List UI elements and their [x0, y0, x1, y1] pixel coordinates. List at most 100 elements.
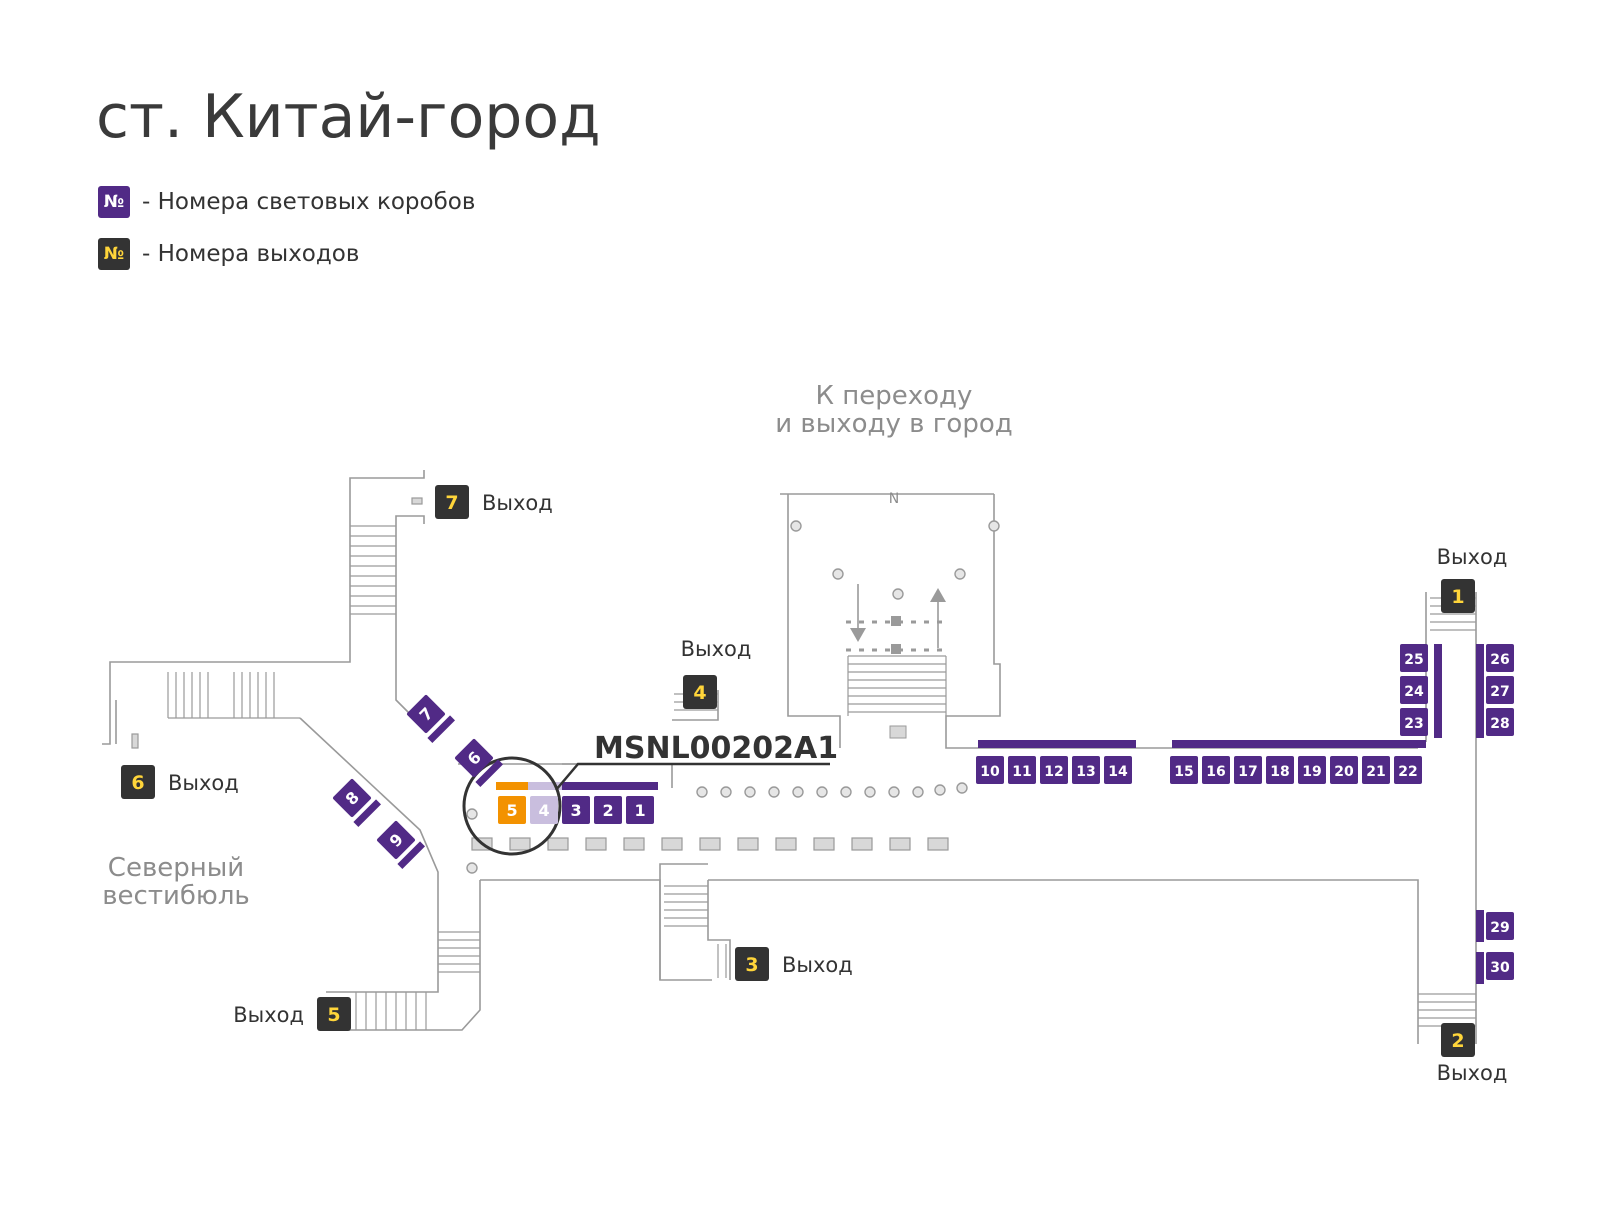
lightbox-3-box — [562, 796, 590, 824]
exit-2-label: Выход — [1437, 1061, 1508, 1085]
exit-6-number: 6 — [131, 772, 144, 794]
legend-lightboxes: № - Номера световых коробов — [98, 186, 475, 218]
lightbox-30-label: 30 — [1490, 960, 1510, 976]
lightbox-27: 27 — [1486, 676, 1514, 704]
lightbox-19-box — [1298, 756, 1326, 784]
lightbox-1-label: 1 — [634, 801, 645, 820]
lightbox-29-box — [1486, 912, 1514, 940]
lightbox-14-box — [1104, 756, 1132, 784]
lightbox-13-label: 13 — [1076, 764, 1095, 780]
exit-7-number: 7 — [445, 492, 458, 514]
exit-4-number: 4 — [693, 682, 706, 704]
lightbox-12-box — [1040, 756, 1068, 784]
lightbox-24-label: 24 — [1404, 684, 1424, 700]
exit-7-badge — [435, 485, 469, 519]
exit-1-number: 1 — [1451, 586, 1464, 608]
lightbox-9-box — [377, 821, 415, 859]
lightbox-4-box — [530, 796, 558, 824]
lightbox-strips — [496, 644, 1484, 984]
lightbox-10-label: 10 — [980, 764, 1000, 780]
lightbox-5: 5 — [498, 796, 526, 824]
lightbox-2: 2 — [594, 796, 622, 824]
lightbox-23: 23 — [1400, 708, 1428, 736]
stairs-exit-2 — [1418, 993, 1476, 1027]
lightbox-2-label: 2 — [602, 801, 613, 820]
lightbox-18: 18 — [1266, 756, 1294, 784]
callout: MSNL00202A1 — [462, 731, 838, 856]
lightbox-27-label: 27 — [1490, 684, 1509, 700]
lightbox-7: 7 — [407, 695, 455, 743]
lightbox-26-box — [1486, 644, 1514, 672]
lightbox-22-box — [1394, 756, 1422, 784]
station-title: ст. Китай-город — [96, 82, 601, 152]
lightbox-21-box — [1362, 756, 1390, 784]
exit-3-number: 3 — [745, 954, 758, 976]
lightbox-17: 17 — [1234, 756, 1262, 784]
lightbox-4: 4 — [530, 796, 558, 824]
north-vestibule-line1: Северный — [108, 853, 244, 883]
lightbox-28: 28 — [1486, 708, 1514, 736]
lightbox-16: 16 — [1202, 756, 1230, 784]
lightbox-4-label: 4 — [538, 801, 549, 820]
exit-1: 1 Выход — [1437, 545, 1508, 613]
lightbox-18-box — [1266, 756, 1294, 784]
lightbox-25: 25 — [1400, 644, 1428, 672]
lightbox-17-label: 17 — [1238, 764, 1257, 780]
exit-3-badge — [735, 947, 769, 981]
lightbox-21-label: 21 — [1366, 764, 1385, 780]
lightbox-14-label: 14 — [1108, 764, 1128, 780]
lightbox-24: 24 — [1400, 676, 1428, 704]
lightbox-15-box — [1170, 756, 1198, 784]
lightbox-24-box — [1400, 676, 1428, 704]
lightbox-30-box — [1486, 952, 1514, 980]
lightbox-17-box — [1234, 756, 1262, 784]
lightbox-15: 15 — [1170, 756, 1198, 784]
lightbox-22-label: 22 — [1398, 764, 1417, 780]
lightbox-6: 6 — [455, 739, 503, 787]
columns — [466, 520, 1000, 874]
lightbox-5-box — [498, 796, 526, 824]
exit-4-badge — [683, 675, 717, 709]
lightbox-28-label: 28 — [1490, 716, 1509, 732]
exit-5-number: 5 — [327, 1004, 340, 1026]
lightbox-12-label: 12 — [1044, 764, 1063, 780]
lightbox-26-label: 26 — [1490, 652, 1509, 668]
lightbox-28-box — [1486, 708, 1514, 736]
lightbox-11: 11 — [1008, 756, 1036, 784]
exit-6-label: Выход — [168, 771, 239, 795]
lightbox-18-label: 18 — [1270, 764, 1289, 780]
lightbox-12: 12 — [1040, 756, 1068, 784]
lightbox-19: 19 — [1298, 756, 1326, 784]
lightbox-30: 30 — [1486, 952, 1514, 980]
lightbox-16-box — [1202, 756, 1230, 784]
lightbox-3-label: 3 — [570, 801, 581, 820]
lightbox-29-label: 29 — [1490, 920, 1509, 936]
lightbox-8-strip — [353, 799, 381, 827]
stairs-exit-3 — [664, 885, 727, 978]
lightbox-2-box — [594, 796, 622, 824]
lightbox-5-label: 5 — [506, 801, 517, 820]
lightbox-22: 22 — [1394, 756, 1422, 784]
arrow-up-head-icon — [930, 588, 946, 602]
lightbox-3: 3 — [562, 796, 590, 824]
callout-code: MSNL00202A1 — [594, 731, 838, 766]
stairs-transfer — [847, 655, 947, 716]
lightbox-13: 13 — [1072, 756, 1100, 784]
lightbox-9-strip — [397, 841, 425, 869]
lightbox-14: 14 — [1104, 756, 1132, 784]
callout-circle — [462, 756, 562, 856]
legend-lightbox-label: - Номера световых коробов — [142, 189, 476, 215]
stairs-exit-7 — [350, 525, 396, 615]
lightbox-6-box — [455, 739, 493, 777]
lightbox-7-box — [407, 695, 445, 733]
exit-1-label: Выход — [1437, 545, 1508, 569]
lightbox-7-strip — [427, 715, 455, 743]
stairs-exit-6 — [167, 672, 300, 719]
lightbox-19-label: 19 — [1302, 764, 1321, 780]
exit-6-badge — [121, 765, 155, 799]
